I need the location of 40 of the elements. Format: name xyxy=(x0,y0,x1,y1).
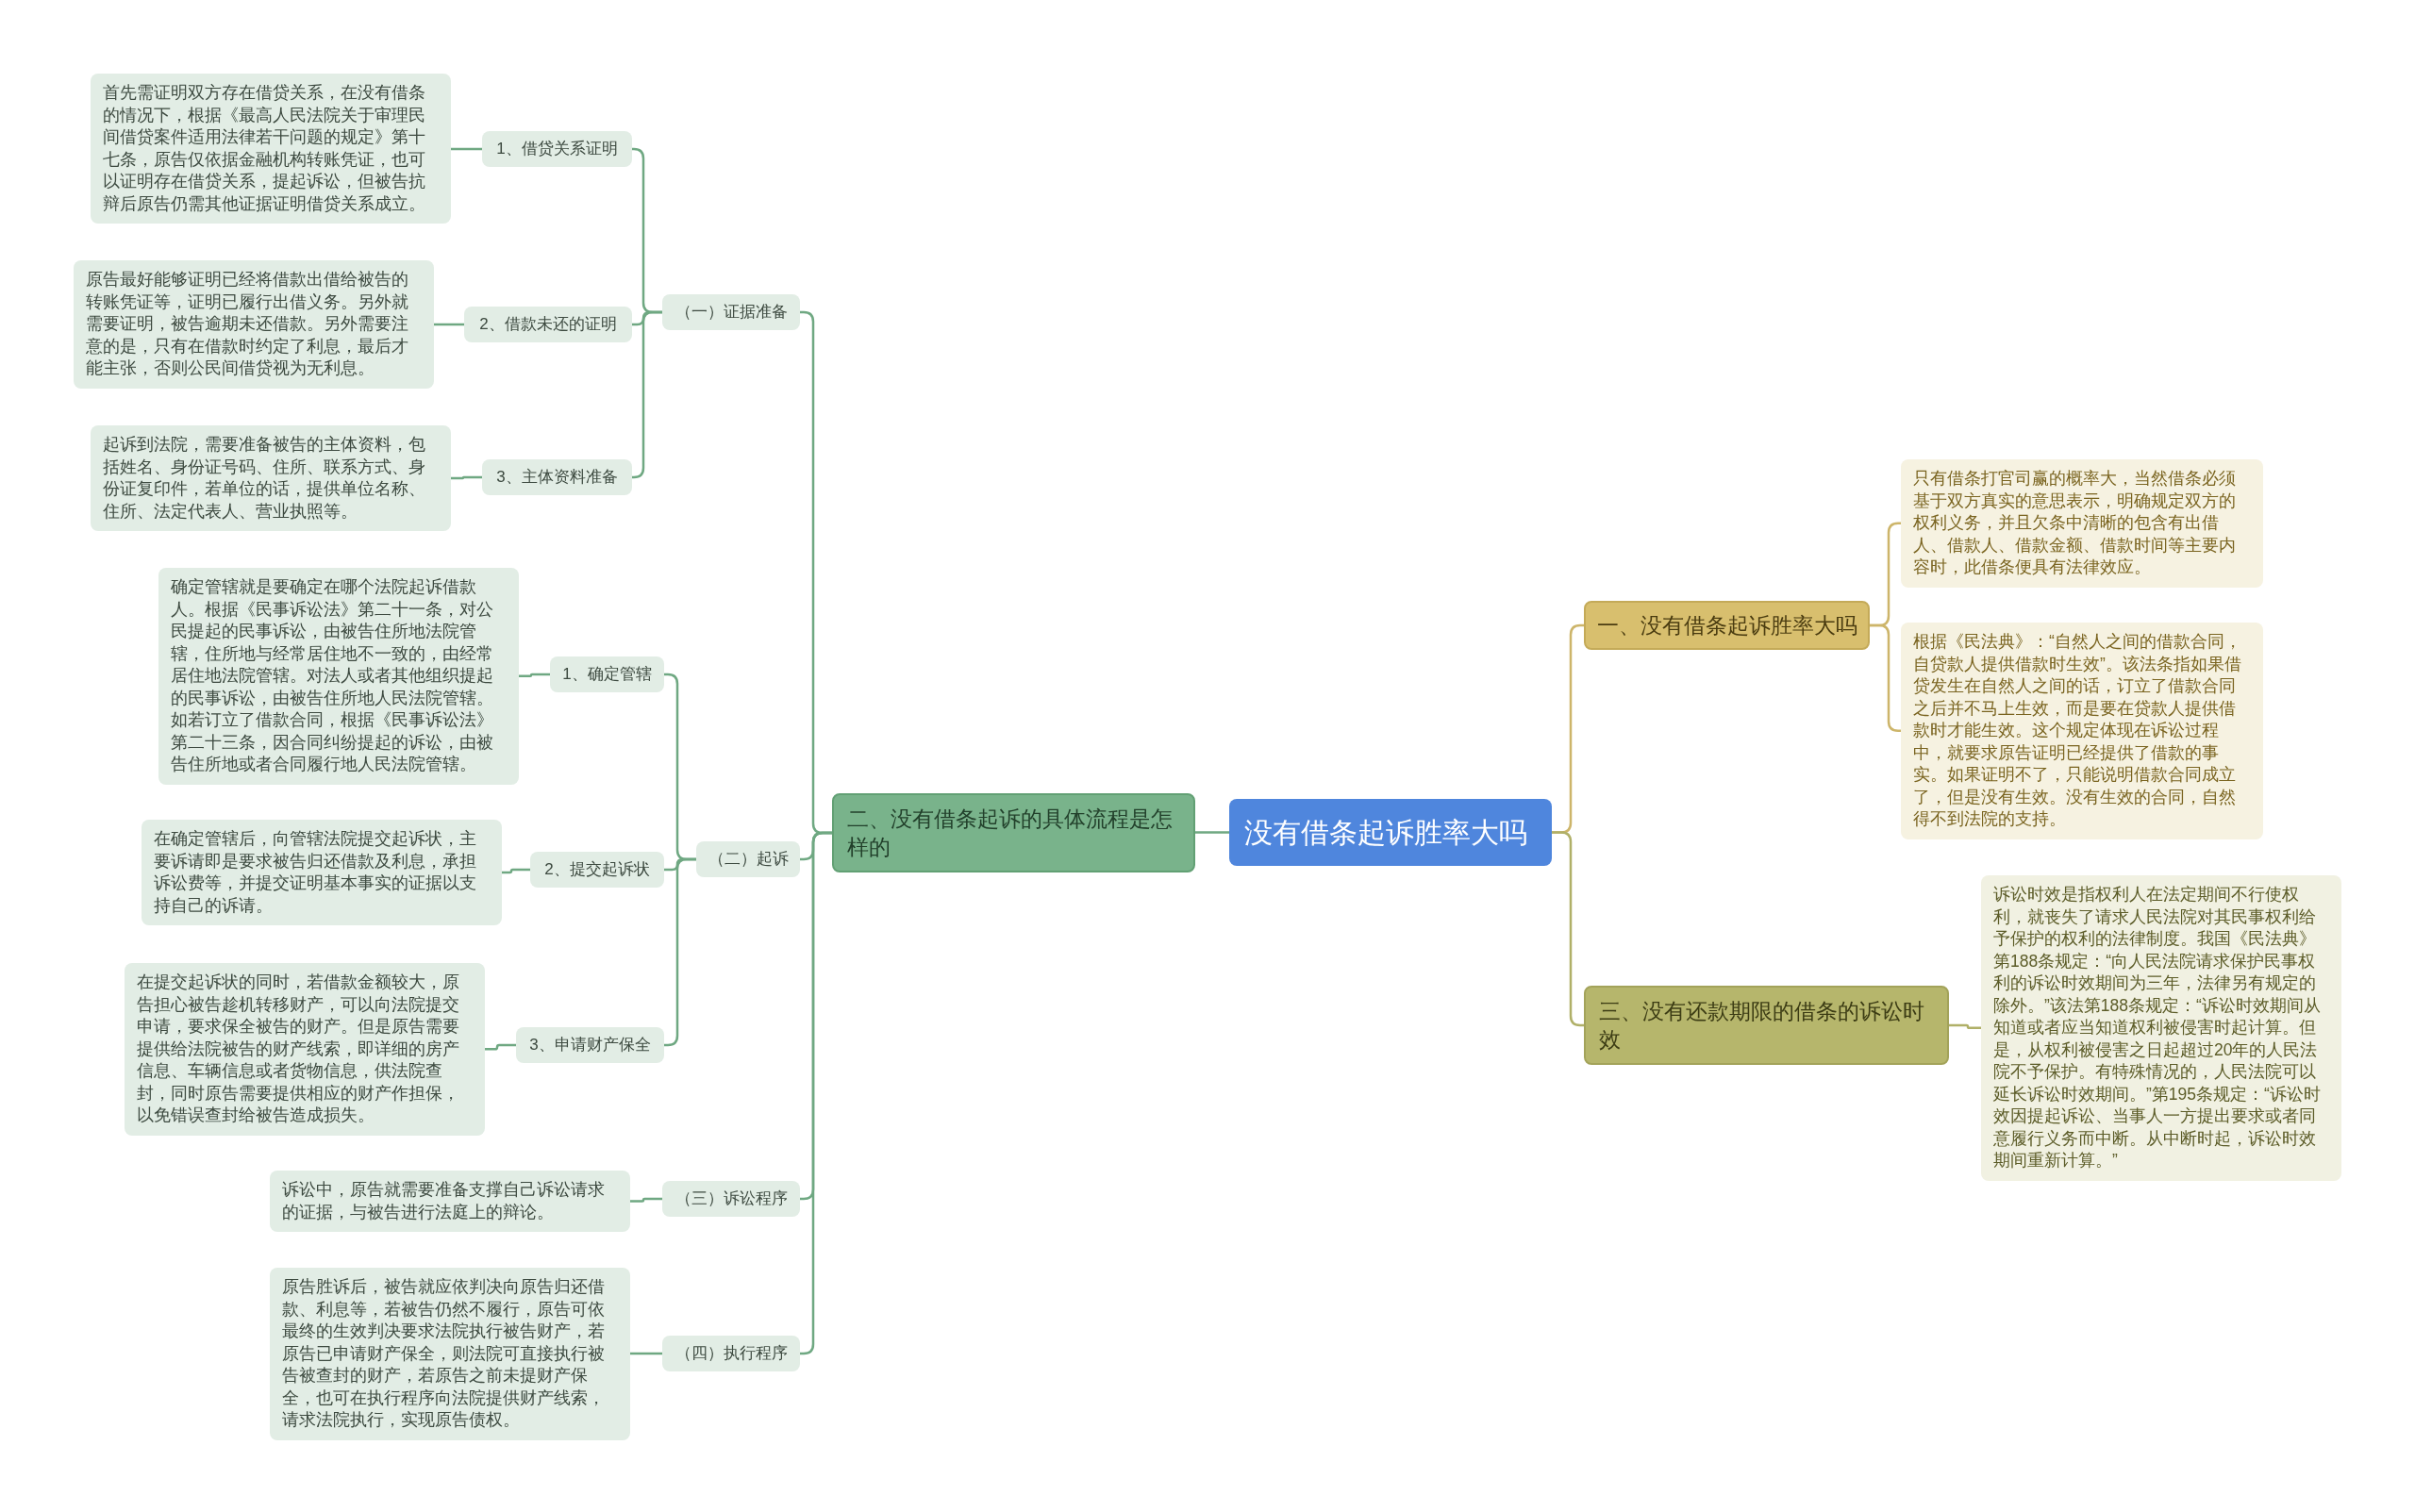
connector-line xyxy=(502,868,530,874)
connector-line xyxy=(632,310,662,479)
connector-line xyxy=(799,831,832,1355)
note-box: 原告最好能够证明已经将借款出借给被告的转账凭证等，证明已履行出借义务。另外就需要证明，被告逾期未还借款。另外需要注意的是，只有在借款时约定了利息，最后才能主张，否则公民间借贷视为无利息。 xyxy=(74,260,434,389)
connector-line xyxy=(434,323,464,326)
note-box: 根据《民法典》：“自然人之间的借款合同，自贷款人提供借款时生效”。该法条指如果借贷发生在自然人之间的话，订立了借款合同之后并不马上生效，而是要在贷款人提供借款时才能生效。这个规定体现在诉讼过程中，就要求原告证明已经提供了借款的事实。如果证明不了，只能说明借款合同成立了，但是没有生效。没有生效的合同，自然得不到法院的支持。 xyxy=(1901,623,2263,839)
connector-line xyxy=(519,673,550,677)
subtopic-box: （四）执行程序 xyxy=(662,1336,800,1371)
subtopic-box: 1、确定管辖 xyxy=(550,656,664,692)
note-box: 首先需证明双方存在借贷关系，在没有借条的情况下，根据《最高人民法院关于审理民间借贷案件适用法律若干问题的规定》第十七条，原告仅依据金融机构转账凭证，也可以证明存在借贷关系，提起诉讼，但被告抗辩后原告仍需其他证据证明借贷关系成立。 xyxy=(91,74,451,224)
connector-line xyxy=(630,1352,662,1355)
note-box: 诉讼中，原告就需要准备支撑自己诉讼请求的证据，与被告进行法庭上的辩论。 xyxy=(270,1171,630,1232)
subtopic-box: 2、借款未还的证明 xyxy=(464,307,632,342)
subtopic-box: （一）证据准备 xyxy=(662,294,800,330)
connector-line xyxy=(664,857,696,1047)
branch-box: 二、没有借条起诉的具体流程是怎样的 xyxy=(832,793,1195,872)
connector-line xyxy=(1870,623,1901,732)
connector-line xyxy=(630,1197,662,1203)
connector-line xyxy=(1195,831,1229,834)
subtopic-box: 3、申请财产保全 xyxy=(516,1027,664,1063)
subtopic-box: （二）起诉 xyxy=(696,841,800,877)
connector-line xyxy=(1552,831,1584,1027)
subtopic-box: 2、提交起诉状 xyxy=(530,852,664,888)
branch-box: 一、没有借条起诉胜率大吗 xyxy=(1584,601,1870,650)
connector-line xyxy=(485,1043,516,1051)
connector-line xyxy=(1949,1023,1981,1029)
subtopic-box: （三）诉讼程序 xyxy=(662,1181,800,1217)
connector-line xyxy=(451,147,482,151)
branch-box: 三、没有还款期限的借条的诉讼时效 xyxy=(1584,986,1949,1065)
subtopic-box: 1、借贷关系证明 xyxy=(482,131,632,167)
note-box: 确定管辖就是要确定在哪个法院起诉借款人。根据《民事诉讼法》第二十一条，对公民提起的民事诉讼，由被告住所地法院管辖，住所地与经常居住地不一致的，由经常居住地法院管辖。对法人或者其他组织提起的民事诉讼，由被告住所地人民法院管辖。如若订立了借款合同，根据《民事诉讼法》第二十三条，因合同纠纷提起的诉讼，由被告住所地或者合同履行地人民法院管辖。 xyxy=(158,568,519,785)
connector-line xyxy=(451,475,482,480)
note-box: 原告胜诉后，被告就应依判决向原告归还借款、利息等，若被告仍然不履行，原告可依最终的生效判决要求法院执行被告财产，若原告已申请财产保全，则法院可直接执行被告被查封的财产，若原告之前未提财产保全，也可在执行程序向法院提供财产线索，请求法院执行，实现原告债权。 xyxy=(270,1268,630,1440)
note-box: 诉讼时效是指权利人在法定期间不行使权利，就丧失了请求人民法院对其民事权利给予保护的权利的法律制度。我国《民法典》第188条规定：“向人民法院请求保护民事权利的诉讼时效期间为三年，法律另有规定的除外。”该法第188条规定：“诉讼时效期间从知道或者应当知道权利被侵害时起计算。但是，从权利被侵害之日起超过20年的人民法院不予保护。有特殊情况的，人民法院可以延长诉讼时效期间。”第195条规定：“诉讼时效因提起诉讼、当事人一方提出要求或者同意履行义务而中断。从中断时起，诉讼时效期间重新计算。” xyxy=(1981,875,2341,1181)
note-box: 只有借条打官司赢的概率大，当然借条必须基于双方真实的意思表示，明确规定双方的权利义务，并且欠条中清晰的包含有出借人、借款人、借款金额、借款时间等主要内容时，此借条便具有法律效应。 xyxy=(1901,459,2263,588)
subtopic-box: 3、主体资料准备 xyxy=(482,459,632,495)
note-box: 在确定管辖后，向管辖法院提交起诉状，主要诉请即是要求被告归还借款及利息，承担诉讼费等，并提交证明基本事实的证据以支持自己的诉请。 xyxy=(142,820,502,925)
central-topic-box: 没有借条起诉胜率大吗 xyxy=(1229,799,1552,866)
note-box: 在提交起诉状的同时，若借款金额较大，原告担心被告趁机转移财产，可以向法院提交申请，要求保全被告的财产。但是原告需要提供给法院被告的财产线索，即详细的房产信息、车辆信息或者货物信息，供法院查封，同时原告需要提供相应的财产作担保，以免错误查封给被告造成损失。 xyxy=(125,963,485,1136)
note-box: 起诉到法院，需要准备被告的主体资料，包括姓名、身份证号码、住所、联系方式、身份证复印件，若单位的话，提供单位名称、住所、法定代表人、营业执照等。 xyxy=(91,425,451,531)
